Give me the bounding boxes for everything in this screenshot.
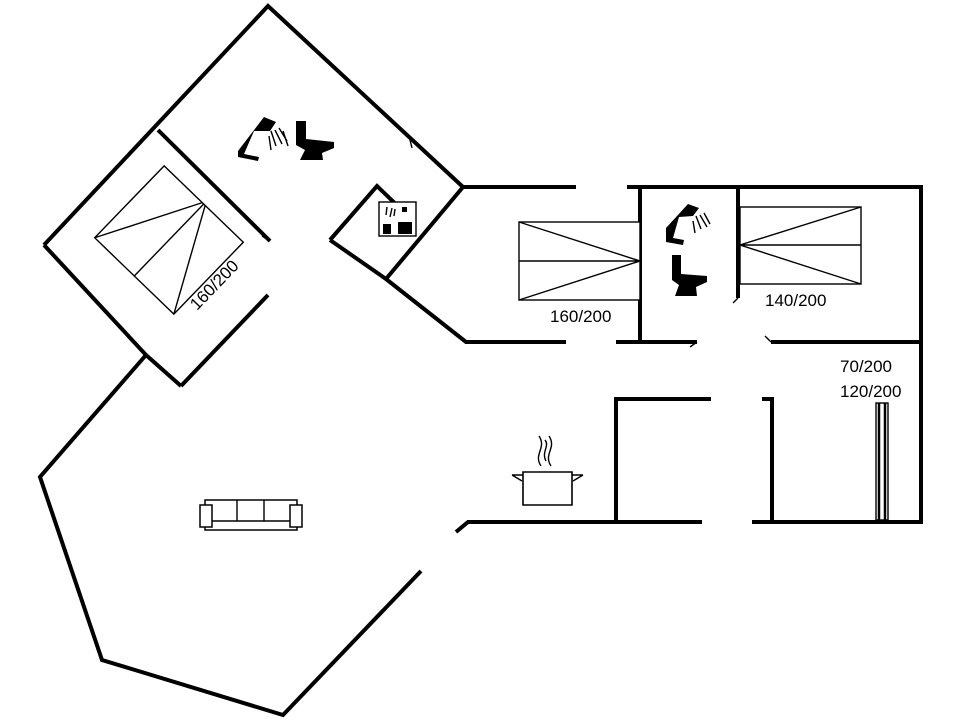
sauna-icon	[378, 201, 417, 237]
bunk-label-bottom: 120/200	[840, 382, 901, 401]
toilet-icon	[296, 121, 334, 160]
wall-bedroom1-partition	[144, 353, 183, 388]
bunk-label-top: 70/200	[840, 357, 892, 376]
bed-right	[737, 206, 862, 285]
bed-lines	[94, 201, 206, 315]
wall-bunk-west	[762, 397, 774, 522]
wall-kitchen-south	[454, 520, 702, 534]
bed-center	[518, 221, 643, 301]
shower-icon	[666, 204, 711, 245]
cooking-pot-icon	[511, 435, 584, 506]
wall-hall-diagonal	[384, 277, 566, 344]
bed-label-center: 160/200	[550, 307, 611, 326]
walls	[37, 3, 923, 718]
bed-lines	[737, 206, 862, 285]
wall-bedroom1-north	[156, 128, 272, 243]
bed-lines	[518, 221, 643, 301]
shower-icon	[238, 117, 289, 161]
bed-label-right: 140/200	[765, 291, 826, 310]
toilet-icon	[672, 255, 707, 296]
wall-bath-tick	[409, 139, 413, 149]
sofa-icon	[199, 499, 303, 531]
bunk-bed	[875, 402, 889, 521]
wall-living-west	[37, 353, 423, 718]
door-tick-1	[261, 235, 271, 242]
door-tick-4	[764, 335, 772, 343]
door-tick-3	[732, 297, 739, 304]
wall-top-right	[627, 185, 923, 524]
wall-store-box	[614, 397, 711, 522]
wall-bedroom1-south	[179, 293, 270, 388]
door-tick-2	[689, 341, 698, 348]
wall-north-west	[42, 3, 465, 247]
wall-west-bedroom	[42, 243, 148, 357]
bed-rotated	[93, 164, 245, 316]
